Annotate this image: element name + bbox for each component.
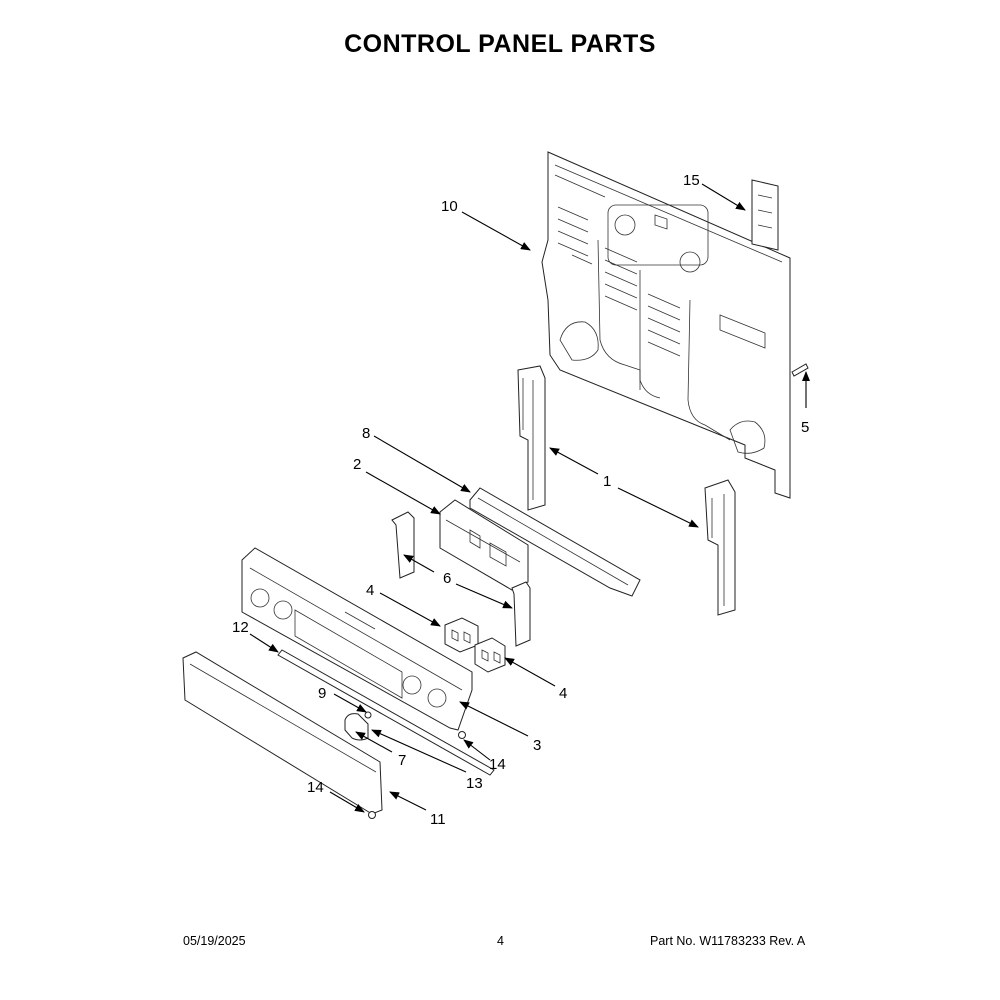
callout-10: 10: [441, 198, 458, 215]
callout-7: 7: [398, 752, 406, 769]
callout-4-upper: 4: [366, 582, 374, 599]
rear-panel-part-10: [541, 151, 791, 499]
bracket-part-6-left: [391, 511, 415, 579]
page-title: CONTROL PANEL PARTS: [344, 30, 656, 58]
callout-13: 13: [466, 775, 483, 792]
control-board-part-2: [439, 499, 529, 591]
callout-11: 11: [430, 811, 446, 828]
clip-part-14-lower: [368, 811, 376, 819]
screw-part-5: [791, 363, 809, 377]
light-strip-part-12: [277, 649, 495, 776]
bracket-part-15: [751, 179, 779, 251]
callout-14-upper: 14: [489, 756, 506, 773]
footer-page-number: 4: [497, 934, 504, 948]
clip-part-14-upper: [458, 731, 466, 739]
callout-3: 3: [533, 737, 541, 754]
side-bracket-part-1-left: [517, 365, 546, 511]
callout-12: 12: [232, 619, 249, 636]
side-bracket-part-1-right: [704, 479, 736, 616]
callout-6: 6: [443, 570, 451, 587]
front-trim-part-11: [182, 651, 383, 815]
callout-labels: 15 10 5 8 1 2 6 4 12 4 9 3 14 7 13 14 11: [232, 172, 809, 828]
callout-14-lower: 14: [307, 779, 324, 796]
footer-part-number: Part No. W11783233 Rev. A: [650, 934, 806, 948]
callout-9: 9: [318, 685, 326, 702]
switch-part-4-upper: [444, 617, 479, 653]
leader-lines: [249, 183, 810, 813]
callout-15: 15: [683, 172, 700, 189]
knob-part-7: [344, 713, 369, 741]
footer-date: 05/19/2025: [183, 934, 246, 948]
callout-1: 1: [603, 473, 611, 490]
callout-5: 5: [801, 419, 809, 436]
control-panel-part-3: [241, 547, 473, 731]
mounting-rail-part-8: [469, 487, 641, 597]
switch-part-4-lower: [474, 637, 506, 673]
bracket-part-6-right: [511, 581, 531, 647]
callout-8: 8: [362, 425, 370, 442]
callout-2: 2: [353, 456, 361, 473]
callout-4-lower: 4: [559, 685, 567, 702]
nut-part-9: [364, 711, 372, 719]
